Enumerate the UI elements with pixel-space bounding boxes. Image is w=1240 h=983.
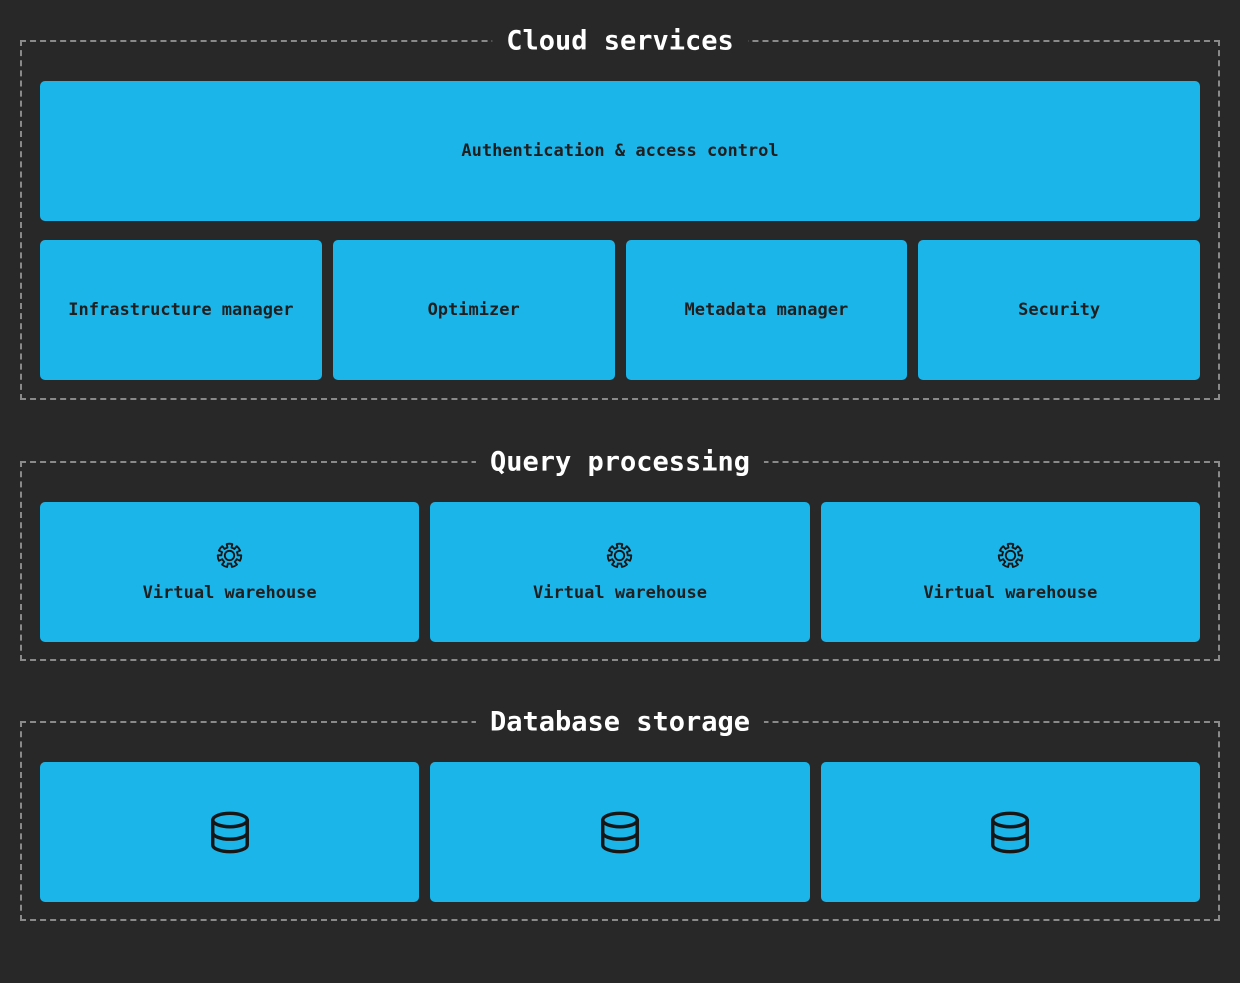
gear-icon (215, 541, 244, 570)
section-cloud-services: Cloud services Authentication & access c… (20, 26, 1220, 400)
box-label: Virtual warehouse (532, 583, 707, 603)
box-optimizer: Optimizer (332, 240, 615, 380)
box-label: Metadata manager (684, 300, 849, 320)
box-security: Security (918, 240, 1200, 380)
section-title-cloud-services: Cloud services (492, 26, 748, 57)
box-label: Optimizer (427, 300, 520, 320)
box-database (820, 762, 1200, 902)
box-label: Authentication & access control (461, 141, 779, 161)
database-storage-row (40, 762, 1200, 902)
gear-icon (996, 541, 1025, 570)
box-authentication-access-control: Authentication & access control (40, 81, 1200, 221)
architecture-diagram: Cloud services Authentication & access c… (0, 26, 1240, 983)
section-title-database-storage: Database storage (475, 707, 765, 738)
database-icon (987, 807, 1033, 858)
database-icon (597, 807, 643, 858)
box-database (430, 762, 810, 902)
gear-icon (605, 541, 634, 570)
section-title-query-processing: Query processing (475, 447, 765, 478)
cloud-services-row: Infrastructure manager Optimizer Metadat… (40, 240, 1200, 380)
box-label: Security (1018, 300, 1101, 320)
box-label: Infrastructure manager (68, 300, 294, 320)
box-virtual-warehouse: Virtual warehouse (40, 502, 420, 642)
database-icon (207, 807, 253, 858)
box-metadata-manager: Metadata manager (625, 240, 908, 380)
section-query-processing: Query processing Virtual warehouse Virtu… (20, 447, 1220, 661)
query-processing-row: Virtual warehouse Virtual warehouse Virt… (40, 502, 1200, 642)
box-infrastructure-manager: Infrastructure manager (40, 240, 322, 380)
box-virtual-warehouse: Virtual warehouse (820, 502, 1200, 642)
box-label: Virtual warehouse (142, 583, 317, 603)
box-virtual-warehouse: Virtual warehouse (430, 502, 810, 642)
section-database-storage: Database storage (20, 707, 1220, 921)
box-label: Virtual warehouse (923, 583, 1098, 603)
box-database (40, 762, 420, 902)
